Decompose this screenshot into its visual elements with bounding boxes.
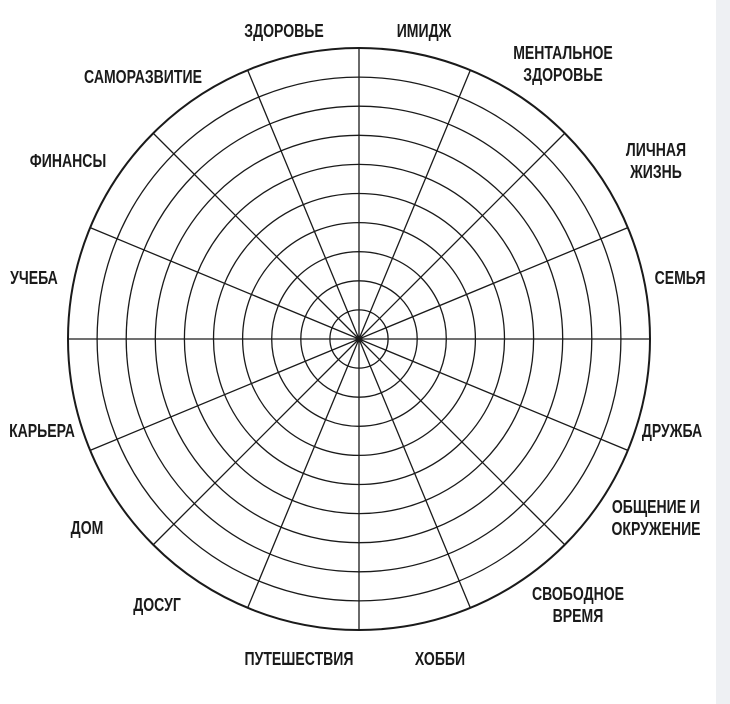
- segment-label: ЗДОРОВЬЕ: [233, 20, 335, 42]
- segment-label: СЕМЬЯ: [647, 267, 712, 289]
- segment-label-text: ПУТЕШЕСТВИЯ: [244, 649, 354, 669]
- segment-label: ЛИЧНАЯ ЖИЗНЬ: [617, 139, 694, 183]
- segment-divider: [247, 338, 360, 609]
- segment-label: ДОСУГ: [127, 594, 188, 616]
- segment-divider: [358, 69, 471, 340]
- segment-label: УЧЕБА: [3, 267, 64, 289]
- segment-divider: [89, 338, 360, 451]
- segment-label-text: САМОРАЗВИТИЕ: [84, 67, 202, 87]
- segment-label: САМОРАЗВИТИЕ: [67, 66, 218, 88]
- segment-divider: [89, 227, 360, 340]
- segment-divider: [152, 132, 360, 340]
- segment-label-text: ДОСУГ: [133, 595, 181, 615]
- segment-label-text: ЗДОРОВЬЕ: [244, 21, 324, 41]
- segment-divider: [358, 338, 471, 609]
- segment-label: ДРУЖБА: [633, 420, 710, 442]
- segment-label-text: УЧЕБА: [10, 268, 58, 288]
- segment-label-text: ХОББИ: [414, 649, 466, 669]
- segment-label-text: ДРУЖБА: [641, 421, 703, 441]
- segment-label-text: ОБЩЕНИЕ И ОКРУЖЕНИЕ: [611, 497, 701, 539]
- segment-label: ИМИДЖ: [389, 20, 459, 42]
- segment-divider: [358, 132, 566, 340]
- segment-divider: [358, 338, 566, 546]
- segment-label: ДОМ: [66, 517, 108, 539]
- segment-label: МЕНТАЛЬНОЕ ЗДОРОВЬЕ: [499, 42, 627, 86]
- segment-divider: [358, 227, 629, 340]
- segment-label-text: СЕМЬЯ: [654, 268, 706, 288]
- segment-label: ФИНАНСЫ: [19, 150, 117, 172]
- segment-label: КАРЬЕРА: [0, 420, 84, 442]
- segment-label-text: ДОМ: [70, 518, 104, 538]
- segment-divider: [247, 69, 360, 340]
- segment-divider: [152, 338, 360, 546]
- segment-label-text: ИМИДЖ: [396, 21, 452, 41]
- segment-divider: [358, 338, 629, 451]
- segment-label-text: КАРЬЕРА: [9, 421, 75, 441]
- segment-label-text: МЕНТАЛЬНОЕ ЗДОРОВЬЕ: [513, 43, 613, 85]
- page-edge-strip: [716, 0, 730, 704]
- segment-label: СВОБОДНОЕ ВРЕМЯ: [519, 583, 637, 627]
- segment-label-text: ФИНАНСЫ: [29, 151, 107, 171]
- segment-label: ХОББИ: [408, 648, 472, 670]
- segment-label: ПУТЕШЕСТВИЯ: [229, 648, 369, 670]
- segment-label: ОБЩЕНИЕ И ОКРУЖЕНИЕ: [599, 496, 713, 540]
- segment-label-text: ЛИЧНАЯ ЖИЗНЬ: [625, 140, 687, 182]
- segment-label-text: СВОБОДНОЕ ВРЕМЯ: [531, 584, 625, 626]
